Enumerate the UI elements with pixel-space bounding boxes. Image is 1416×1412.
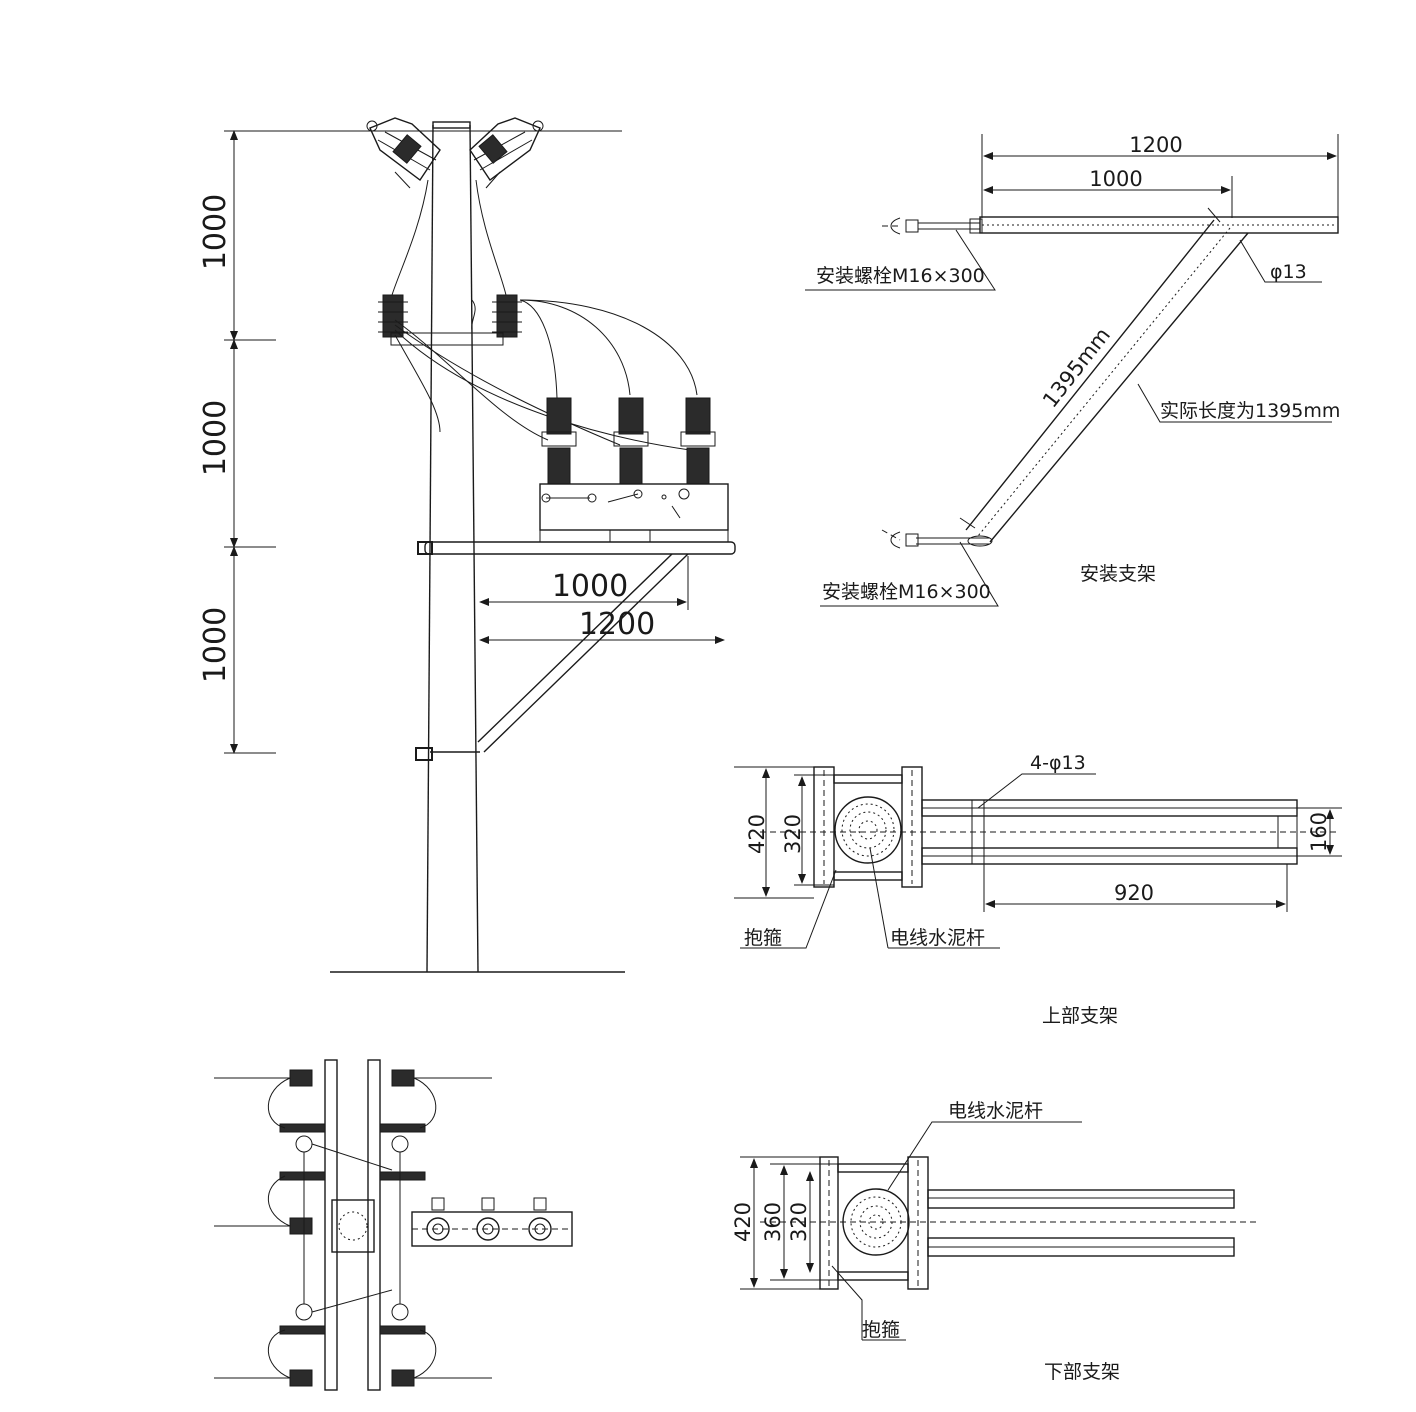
mounting-bracket-view — [805, 134, 1339, 607]
breaker-bushing-2 — [613, 397, 649, 485]
breaker-bushing-3 — [680, 397, 716, 485]
bracket-dim-1000: 1000 — [552, 569, 628, 604]
height-label-1: 1000 — [198, 194, 233, 270]
height-label-3: 1000 — [198, 607, 233, 683]
lower-bracket-title: 下部支架 — [1044, 1361, 1120, 1383]
upper-dim-160: 160 — [1307, 812, 1331, 852]
lower-bracket-view — [740, 1121, 1260, 1341]
plan-view — [214, 1059, 573, 1391]
lower-clamp-label: 抱箍 — [862, 1319, 900, 1341]
mount-hole-label: φ13 — [1270, 261, 1307, 283]
arrester-left — [378, 294, 408, 338]
mount-diagonal-length: 1395mm — [1038, 323, 1115, 412]
lower-dim-360: 360 — [761, 1202, 785, 1242]
mount-dim-1000: 1000 — [1089, 167, 1142, 191]
upper-holes-label: 4-φ13 — [1030, 752, 1086, 774]
arrester-right — [492, 294, 522, 338]
upper-dim-320: 320 — [781, 814, 805, 854]
side-bracket-arm — [415, 541, 736, 761]
upper-dim-420: 420 — [745, 814, 769, 854]
concrete-pole — [330, 121, 625, 973]
plan-insulator-group — [279, 1069, 426, 1387]
lower-dim-320: 320 — [787, 1202, 811, 1242]
height-dimension-line — [224, 130, 300, 754]
upper-clamp-label: 抱箍 — [744, 927, 782, 949]
top-insulator-right — [469, 117, 544, 189]
mount-actual-length-note: 实际长度为1395mm — [1160, 400, 1340, 422]
height-label-2: 1000 — [198, 400, 233, 476]
mount-bolt-bottom-label: 安装螺栓M16×300 — [822, 581, 991, 603]
lower-dim-420: 420 — [731, 1202, 755, 1242]
lower-pole-label: 电线水泥杆 — [948, 1100, 1043, 1122]
top-insulator-left — [366, 117, 441, 189]
plan-breaker-poles — [426, 1197, 552, 1241]
mount-bracket-title: 安装支架 — [1080, 563, 1156, 585]
upper-bracket-view — [734, 766, 1342, 949]
circuit-breaker-body — [539, 483, 729, 543]
side-elevation: 1000 1000 1000 1000 1200 — [198, 117, 736, 973]
breaker-bushing-1 — [541, 397, 577, 485]
mount-bolt-top-label: 安装螺栓M16×300 — [816, 265, 985, 287]
bracket-dimension-line — [479, 556, 725, 644]
upper-dim-920: 920 — [1114, 881, 1154, 905]
bracket-dim-1200: 1200 — [579, 607, 655, 642]
upper-bracket-title: 上部支架 — [1042, 1005, 1118, 1027]
mount-dim-1200: 1200 — [1129, 133, 1182, 157]
upper-pole-label: 电线水泥杆 — [890, 927, 985, 949]
